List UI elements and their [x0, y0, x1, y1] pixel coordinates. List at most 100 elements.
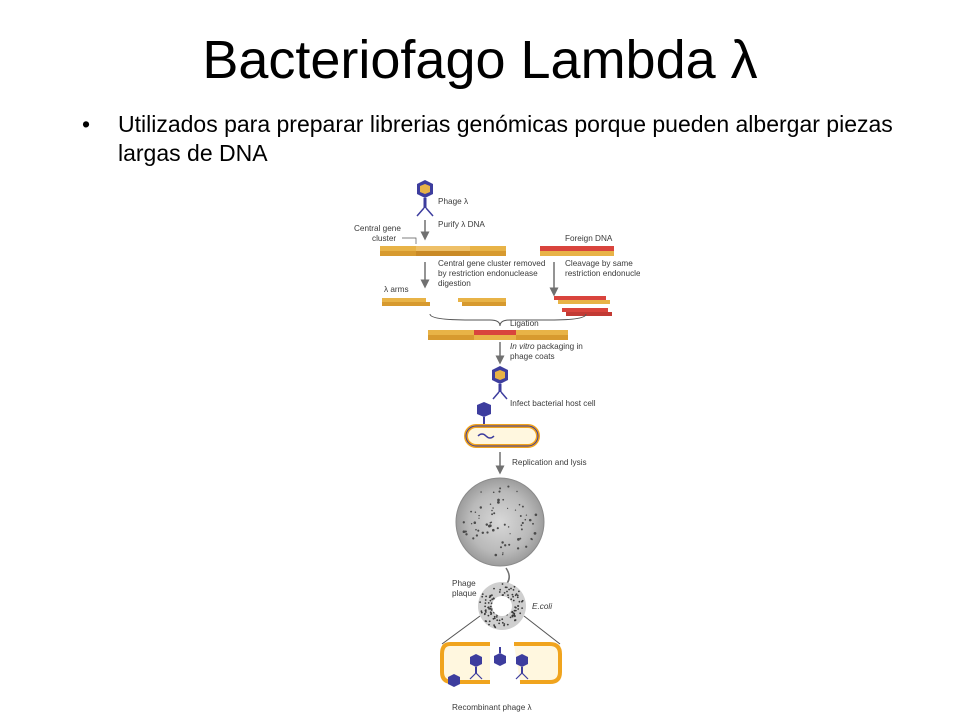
- plaque-dot: [478, 514, 480, 517]
- infecting-phage-icon: [477, 402, 491, 425]
- ecoli-dot: [516, 594, 519, 597]
- plaque-dot: [502, 498, 505, 501]
- lysed-cell: [440, 642, 562, 684]
- plaque-dot: [478, 517, 480, 519]
- plaque-dot: [470, 510, 473, 513]
- foreign-dna-label: Foreign DNA: [565, 234, 613, 243]
- foreign-dna-full: [540, 246, 614, 256]
- plaque-dot: [485, 523, 489, 526]
- plaque-dot: [464, 530, 467, 533]
- plaque-dot: [501, 541, 504, 544]
- plaque-dot: [524, 518, 527, 521]
- ecoli-dot: [501, 583, 504, 585]
- plaque-dot: [518, 503, 521, 506]
- ecoli-dot: [499, 588, 502, 591]
- ecoli-dot: [479, 601, 481, 603]
- plaque-dot: [492, 491, 495, 494]
- plaque-dot: [508, 543, 511, 546]
- plaque-dot: [516, 547, 520, 550]
- ecoli-dot: [513, 585, 516, 588]
- ecoli-dot: [489, 605, 492, 608]
- removed-label-1: Central gene cluster removed: [438, 259, 546, 268]
- ecoli-dot: [493, 615, 496, 618]
- zoom-line-right: [523, 615, 561, 645]
- plaque-dot: [497, 501, 500, 504]
- recombinant-dna: [428, 330, 568, 340]
- plaque-dot: [521, 521, 524, 525]
- plaque-dot: [507, 485, 510, 488]
- ecoli-dot: [488, 620, 491, 623]
- purify-label: Purify λ DNA: [438, 220, 485, 229]
- phage-label: Phage λ: [438, 197, 469, 206]
- ecoli-dot: [494, 626, 497, 629]
- plaque-dot: [470, 523, 473, 525]
- plaque-dot: [491, 513, 494, 516]
- ecoli-dot: [491, 598, 494, 601]
- cleavage-label-1: Cleavage by same: [565, 259, 633, 268]
- ecoli-dot: [504, 586, 507, 589]
- ecoli-dot: [512, 589, 515, 591]
- central-gene-label: Central gene: [354, 224, 401, 233]
- plaque-dot: [530, 519, 532, 521]
- ecoli-dot: [513, 614, 516, 617]
- ecoli-dot: [484, 599, 487, 601]
- plaque-dot: [475, 534, 479, 537]
- ecoli-dot: [517, 608, 520, 610]
- ecoli-dot: [490, 613, 492, 616]
- ecoli-dot: [492, 617, 495, 620]
- plaque-dot: [506, 507, 509, 510]
- ecoli-dot: [480, 610, 483, 613]
- ecoli-dot: [498, 622, 500, 625]
- plaque-dot: [479, 506, 483, 509]
- ecoli-dot: [493, 587, 495, 590]
- ecoli-dot: [481, 595, 484, 598]
- plaque-dots: [462, 485, 538, 557]
- plaque-dot: [496, 527, 499, 530]
- ecoli-dot: [521, 607, 523, 609]
- ecoli-dot: [484, 609, 487, 611]
- ligation-label: Ligation: [510, 319, 539, 328]
- plaque-dot: [474, 511, 477, 513]
- ecoli-dot: [506, 590, 508, 593]
- plaque-dot: [489, 503, 492, 505]
- ecoli-dot: [481, 593, 484, 595]
- ecoli-dot: [498, 619, 501, 622]
- host-cell: [464, 424, 540, 448]
- lambda-arms: [382, 298, 506, 306]
- ecoli-dot: [488, 623, 490, 626]
- ecoli-dot: [491, 594, 493, 597]
- ecoli-dot: [503, 623, 506, 625]
- ecoli-dot: [489, 594, 492, 597]
- ecoli-dot: [521, 600, 523, 603]
- ecoli-dot: [514, 609, 517, 612]
- plaque-dot: [520, 524, 523, 527]
- ecoli-dot: [508, 588, 510, 591]
- ecoli-dot: [490, 602, 493, 605]
- plaque-dot: [504, 544, 507, 547]
- ecoli-dot: [511, 610, 514, 613]
- cluster-pointer: [402, 237, 417, 244]
- packaging-label-2: phage coats: [510, 352, 555, 361]
- ecoli-dot: [519, 612, 522, 615]
- ecoli-dot: [514, 606, 516, 608]
- ecoli-dot: [485, 620, 488, 623]
- plaque-dot: [462, 530, 466, 534]
- ecoli-dot: [512, 599, 515, 602]
- ecoli-dot: [483, 613, 486, 616]
- plaque-dot: [501, 553, 504, 556]
- plaque-dot: [519, 537, 522, 540]
- ecoli-dot: [489, 599, 492, 602]
- bullet-dot: •: [82, 111, 91, 137]
- plaque-dot: [514, 509, 517, 511]
- ecoli-dot: [480, 611, 483, 614]
- ecoli-dot: [511, 614, 514, 617]
- ecoli-dot: [510, 598, 513, 601]
- plaque-dot: [533, 532, 537, 535]
- ecoli-dot: [513, 612, 516, 615]
- plaque-clear-zone: [492, 596, 512, 616]
- ecoli-dot: [496, 619, 499, 622]
- ecoli-dot: [506, 623, 509, 626]
- ecoli-dot: [493, 617, 496, 620]
- ecoli-dot: [518, 600, 521, 603]
- ecoli-dot: [503, 624, 505, 627]
